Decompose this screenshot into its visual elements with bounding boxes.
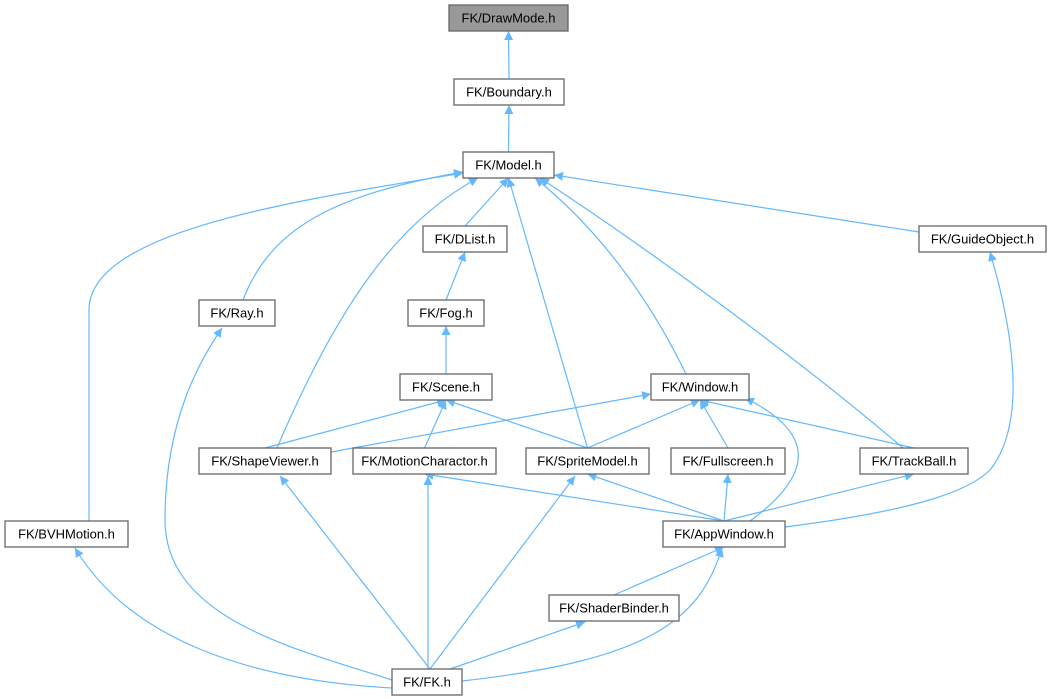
node-box: [448, 4, 569, 32]
node-label: FK/ShaderBinder.h: [559, 601, 669, 616]
node-box: [548, 594, 680, 622]
node-box: [391, 668, 463, 696]
node-box: [662, 520, 786, 548]
node-spritemodel[interactable]: FK/SpriteModel.h: [525, 447, 650, 475]
edge-fk-to-ray: [164, 327, 393, 681]
edge-dlist-to-model: [464, 177, 509, 227]
edge-fog-to-dlist: [445, 251, 466, 301]
edge-fk-to-bvhmotion: [74, 547, 393, 689]
node-shaderbinder[interactable]: FK/ShaderBinder.h: [548, 594, 680, 622]
node-label: FK/DList.h: [435, 232, 496, 247]
node-label: FK/Boundary.h: [466, 85, 552, 100]
node-box: [453, 78, 565, 106]
node-box: [407, 299, 485, 327]
node-fog[interactable]: FK/Fog.h: [407, 299, 485, 327]
edge-fk-to-shaderbinder: [449, 620, 586, 670]
node-boundary[interactable]: FK/Boundary.h: [453, 78, 565, 106]
edge-fk-to-shapeviewer: [279, 475, 431, 670]
node-appwindow[interactable]: FK/AppWindow.h: [662, 520, 786, 548]
edge-shaderbinder-to-appwindow: [613, 546, 725, 596]
edge-appwindow-to-trackball: [723, 471, 915, 522]
node-label: FK/Model.h: [475, 158, 541, 173]
edge-fk-to-appwindow: [461, 547, 724, 682]
node-bvhmotion[interactable]: FK/BVHMotion.h: [4, 520, 129, 548]
edge-shapeviewer-to-model: [276, 177, 479, 449]
edge-window-to-model: [534, 177, 687, 375]
node-box: [352, 447, 497, 475]
node-window[interactable]: FK/Window.h: [650, 373, 750, 401]
node-box: [4, 520, 129, 548]
node-label: FK/Ray.h: [210, 306, 263, 321]
edge-shapeviewer-to-scene: [264, 397, 447, 449]
edge-model-to-boundary: [504, 104, 514, 153]
node-box: [198, 299, 276, 327]
node-label: FK/Fog.h: [419, 306, 472, 321]
node-label: FK/BVHMotion.h: [18, 527, 115, 542]
node-box: [525, 447, 650, 475]
edge-boundary-to-drawmode: [504, 30, 514, 80]
node-box: [422, 225, 508, 253]
node-fk[interactable]: FK/FK.h: [391, 668, 463, 696]
node-dlist[interactable]: FK/DList.h: [422, 225, 508, 253]
node-box: [462, 151, 555, 179]
node-label: FK/Fullscreen.h: [682, 454, 773, 469]
node-ray[interactable]: FK/Ray.h: [198, 299, 276, 327]
node-scene[interactable]: FK/Scene.h: [399, 373, 493, 401]
node-box: [399, 373, 493, 401]
node-box: [670, 447, 786, 475]
node-label: FK/FK.h: [403, 675, 451, 690]
node-guideobject[interactable]: FK/GuideObject.h: [918, 225, 1047, 253]
node-trackball[interactable]: FK/TrackBall.h: [859, 447, 969, 475]
edge-bvhmotion-to-model: [88, 170, 464, 521]
node-drawmode: FK/DrawMode.h: [448, 4, 569, 32]
node-label: FK/ShapeViewer.h: [211, 454, 318, 469]
node-motioncharactor[interactable]: FK/MotionCharactor.h: [352, 447, 497, 475]
node-label: FK/SpriteModel.h: [537, 454, 637, 469]
edge-appwindow-to-window: [744, 397, 799, 522]
node-model[interactable]: FK/Model.h: [462, 151, 555, 179]
node-label: FK/MotionCharactor.h: [361, 454, 487, 469]
edge-spritemodel-to-window: [587, 399, 701, 449]
node-shapeviewer[interactable]: FK/ShapeViewer.h: [198, 447, 332, 475]
node-fullscreen[interactable]: FK/Fullscreen.h: [670, 447, 786, 475]
edge-appwindow-to-motioncharactor: [424, 470, 725, 522]
node-label: FK/DrawMode.h: [462, 11, 556, 26]
node-box: [650, 373, 750, 401]
edge-shapeviewer-to-window: [330, 391, 652, 453]
edge-motioncharactor-to-scene: [423, 399, 447, 449]
edge-fullscreen-to-window: [699, 399, 729, 449]
edge-ray-to-model: [242, 169, 464, 301]
edge-spritemodel-to-scene: [445, 398, 588, 449]
node-label: FK/TrackBall.h: [872, 454, 957, 469]
edge-appwindow-to-fullscreen: [722, 473, 732, 522]
node-label: FK/GuideObject.h: [931, 232, 1034, 247]
node-box: [859, 447, 969, 475]
edge-guideobject-to-model: [553, 171, 920, 233]
edge-spritemodel-to-model: [506, 177, 589, 449]
edge-appwindow-to-spritemodel: [587, 472, 725, 522]
edge-fk-to-spritemodel: [429, 475, 576, 670]
node-box: [198, 447, 332, 475]
edge-trackball-to-model: [539, 177, 904, 449]
node-label: FK/Window.h: [662, 380, 739, 395]
edge-trackball-to-window: [699, 397, 915, 449]
node-label: FK/AppWindow.h: [674, 527, 774, 542]
node-label: FK/Scene.h: [412, 380, 480, 395]
node-box: [918, 225, 1047, 253]
edge-appwindow-to-guideobject: [784, 251, 1014, 528]
